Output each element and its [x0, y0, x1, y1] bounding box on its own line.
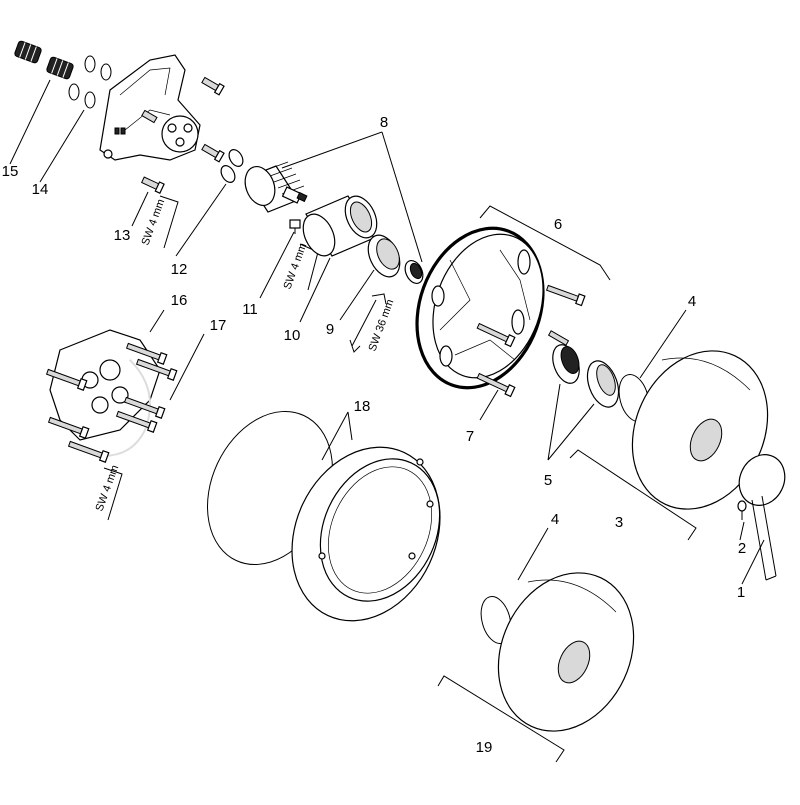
part-15-check-valves — [14, 40, 74, 80]
callout-14: 14 — [32, 181, 49, 198]
callout-7: 7 — [466, 428, 474, 445]
part-2-screw — [737, 500, 747, 520]
part-18-seal-ring — [207, 410, 441, 622]
part-12-clips — [220, 149, 244, 183]
hex-key-bracket — [103, 467, 123, 521]
part-9-nut — [367, 234, 424, 284]
callout-11: 11 — [242, 301, 258, 318]
callout-12: 12 — [171, 261, 188, 278]
callout-5: 5 — [544, 472, 552, 489]
leader-lines — [9, 79, 765, 763]
part-3-rosette — [631, 350, 769, 510]
callout-10: 10 — [284, 327, 301, 344]
body-screws — [141, 76, 225, 194]
callout-4-upper: 4 — [688, 293, 696, 310]
tool-label-sw36: SW 36 mm — [367, 298, 397, 353]
callout-17: 17 — [210, 317, 227, 334]
callout-9: 9 — [326, 321, 334, 338]
callout-13: 13 — [114, 227, 131, 244]
part-10-sleeve — [302, 195, 378, 257]
hex-key-13 — [159, 195, 179, 249]
callout-8: 8 — [380, 114, 388, 131]
callout-16: 16 — [171, 292, 188, 309]
part-17-screws — [45, 342, 178, 463]
callout-1: 1 — [737, 584, 745, 601]
part-5-adapter — [547, 330, 620, 408]
part-14-o-rings — [68, 55, 112, 109]
callout-18: 18 — [354, 398, 371, 415]
part-19-rosette — [497, 572, 635, 732]
tool-label-sw4-a: SW 4 mm — [140, 198, 168, 247]
valve-body — [99, 54, 201, 161]
callout-4-lower: 4 — [551, 511, 559, 528]
part-7-screws — [476, 284, 586, 398]
wrench-36 — [349, 293, 387, 353]
part-6-mounting-plate — [415, 226, 545, 390]
callout-2: 2 — [738, 540, 746, 557]
callout-3: 3 — [615, 514, 623, 531]
callout-15: 15 — [2, 163, 19, 180]
callout-19: 19 — [476, 739, 493, 756]
callout-labels: 1 2 3 4 4 5 6 7 8 9 10 11 12 13 14 15 16… — [2, 114, 747, 756]
part-1-lever-handle — [738, 454, 786, 581]
part-8-cartridge — [244, 161, 308, 213]
callout-6: 6 — [554, 216, 562, 233]
part-16-bracket — [49, 329, 161, 457]
